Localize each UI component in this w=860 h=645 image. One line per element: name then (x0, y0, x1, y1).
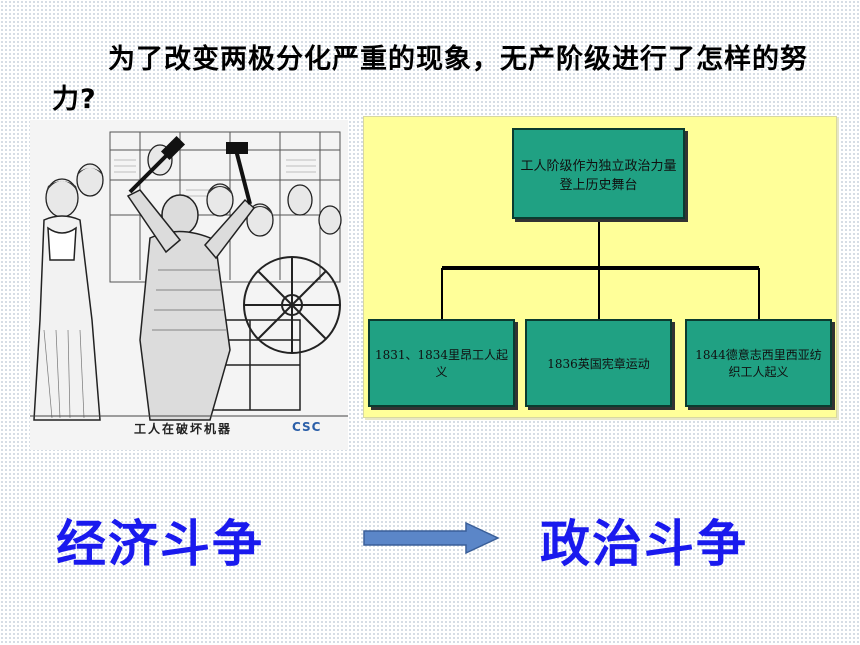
org-chart-child-lyon: 1831、1834里昂工人起义 (368, 319, 515, 407)
org-chart-connectors (441, 220, 760, 319)
economic-struggle-label: 经济斗争 (56, 515, 264, 573)
org-chart-child-silesia: 1844德意志西里西亚纺织工人起义 (685, 319, 832, 407)
right-arrow-icon (362, 520, 502, 560)
engraving-drawing (30, 131, 348, 421)
workers-breaking-machines-illustration: 工人在破坏机器 CSC (30, 120, 348, 450)
org-chart-root-node: 工人阶级作为独立政治力量登上历史舞台 (512, 128, 685, 219)
illustration-caption: 工人在破坏机器 (134, 422, 233, 436)
org-chart-panel: 工人阶级作为独立政治力量登上历史舞台 1831、1834里昂工人起义 1836英… (363, 116, 837, 418)
illustration-code: CSC (292, 420, 322, 434)
question-text: 为了改变两极分化严重的现象，无产阶级进行了怎样的努力? (52, 44, 808, 115)
political-struggle-label: 政治斗争 (540, 515, 748, 573)
org-chart-child-chartism: 1836英国宪章运动 (525, 319, 672, 407)
